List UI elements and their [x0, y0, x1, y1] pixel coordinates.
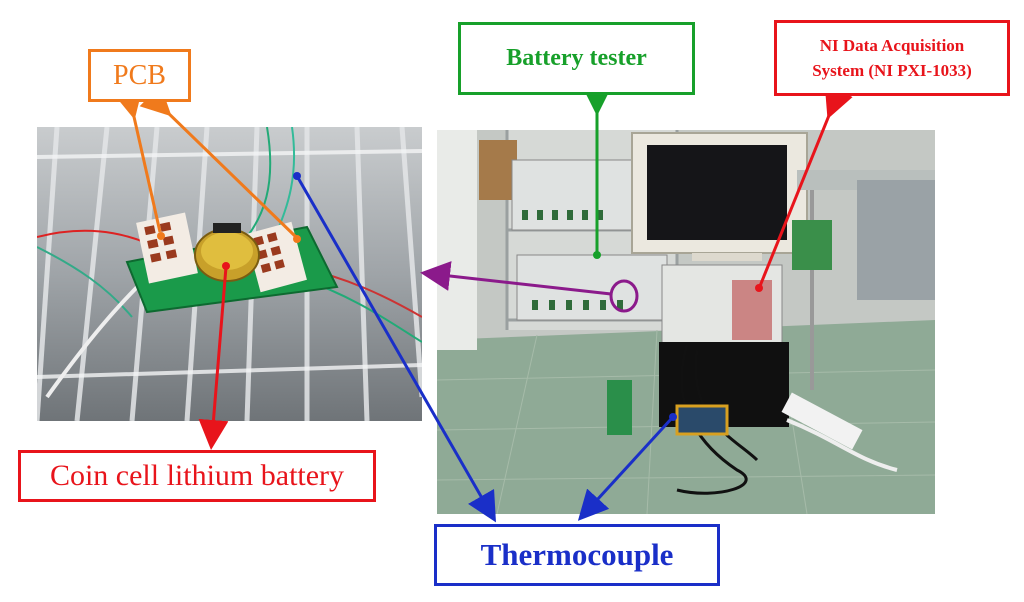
daq-label-line1: NI Data Acquisition	[819, 36, 965, 55]
thermocouple-label: Thermocouple	[434, 524, 720, 586]
pcb-label: PCB	[88, 49, 191, 102]
coin-cell-test-fixture-illustration	[37, 127, 422, 421]
lab-setup-illustration	[437, 130, 935, 514]
coin-cell-label: Coin cell lithium battery	[18, 450, 376, 502]
coin-cell-label-text: Coin cell lithium battery	[49, 459, 345, 492]
battery-tester-label-text: Battery tester	[506, 45, 647, 71]
daq-label-line2: System (NI PXI-1033)	[812, 61, 972, 80]
thermocouple-label-text: Thermocouple	[480, 537, 674, 572]
battery-tester-label: Battery tester	[458, 22, 695, 95]
pcb-label-text: PCB	[113, 59, 166, 91]
daq-label: NI Data Acquisition System (NI PXI-1033)	[774, 20, 1010, 96]
coin-cell-test-fixture-photo	[37, 127, 422, 421]
lab-setup-photo	[437, 130, 935, 514]
